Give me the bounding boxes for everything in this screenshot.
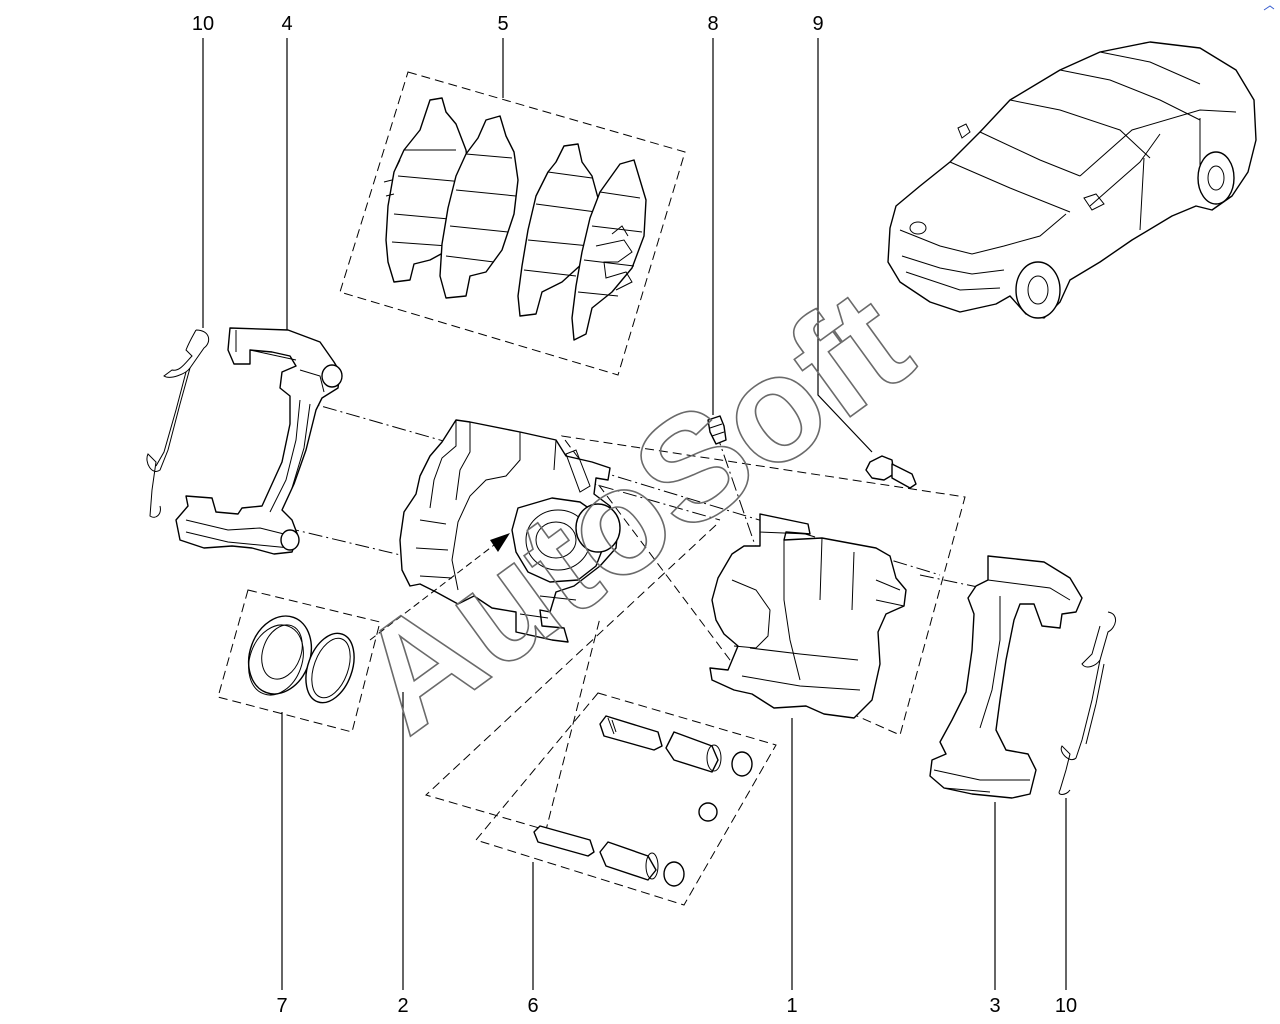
caliper-assembly-frame: [560, 435, 966, 736]
callout-10-left: 10: [192, 13, 214, 35]
callout-9: 9: [812, 13, 823, 35]
callout-1: 1: [786, 995, 797, 1017]
callout-8: 8: [707, 13, 718, 35]
guide-bolt: [865, 455, 917, 489]
callout-6: 6: [527, 995, 538, 1017]
callout-7: 7: [276, 995, 287, 1017]
anti-rattle-spring-left: [146, 329, 210, 518]
assembly-arrow: [369, 533, 510, 641]
caliper-bracket-left: [175, 327, 343, 555]
caliper-bracket-right: [929, 555, 1083, 799]
caliper-housing-right: [709, 513, 907, 719]
pad-set-frame: [339, 71, 686, 376]
callout-4: 4: [281, 13, 292, 35]
corner-mark: [1263, 5, 1275, 11]
callout-2: 2: [397, 995, 408, 1017]
brake-pad-set: [383, 97, 647, 341]
piston-seal-kit: [247, 615, 355, 704]
anti-rattle-spring-right: [1058, 611, 1116, 795]
guide-pin-kit-frame: [475, 692, 777, 906]
callout-5: 5: [497, 13, 508, 35]
guide-pin-kit: [533, 715, 753, 887]
callout-10-right: 10: [1055, 995, 1077, 1017]
car-illustration: [887, 41, 1257, 319]
leader-lines: [202, 38, 1067, 990]
callout-3: 3: [989, 995, 1000, 1017]
caliper-housing-left: [399, 419, 621, 643]
seal-kit-frame: [217, 589, 381, 733]
caliper-link-frame: [425, 524, 717, 831]
bleeder-valve: [707, 415, 727, 445]
